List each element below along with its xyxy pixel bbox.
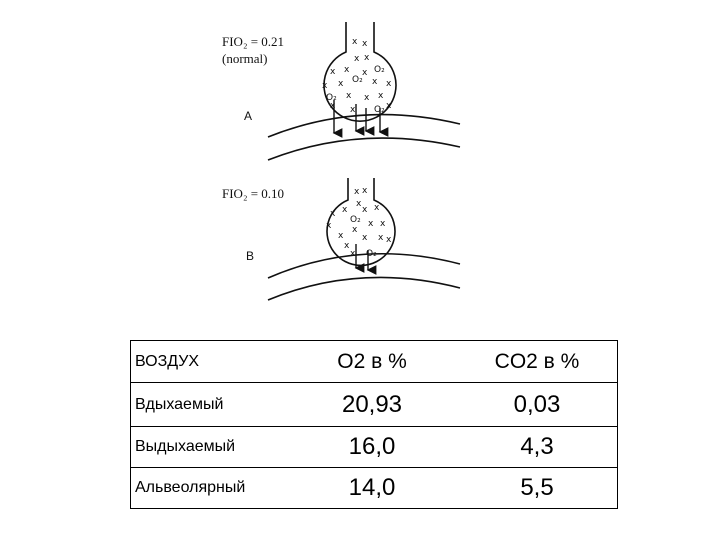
alveolus-diagram: FIO₂ = 0.21 (normal) A x x x x x x x x x… bbox=[222, 22, 461, 301]
co2-molecule: x bbox=[350, 249, 356, 259]
co2-molecule: x bbox=[352, 37, 358, 47]
co2-molecule: x bbox=[354, 187, 360, 197]
co2-molecule: x bbox=[322, 81, 328, 91]
co2-molecule: x bbox=[364, 93, 370, 103]
co2-molecule: x bbox=[368, 219, 374, 229]
panel-b-fio2-label: FIO₂ = 0.10 bbox=[222, 186, 284, 201]
capillary-a-upper bbox=[267, 113, 461, 138]
co2-molecule: x bbox=[330, 101, 336, 111]
co2-molecule: x bbox=[362, 233, 368, 243]
co2-molecule: x bbox=[354, 54, 360, 64]
co2-molecules-b: x x x x x x x x x x x x x x x x x bbox=[326, 186, 392, 259]
o2-molecule: O₂ bbox=[374, 65, 385, 75]
header-co2: CO2 в % bbox=[494, 349, 580, 373]
o2-molecule: O₂ bbox=[326, 93, 337, 103]
co2-molecule: x bbox=[378, 233, 384, 243]
co2-molecule: x bbox=[330, 209, 336, 219]
capillary-b-lower bbox=[267, 276, 461, 301]
panel-a-fio2-label: FIO₂ = 0.21 bbox=[222, 34, 284, 49]
co2-molecule: x bbox=[362, 186, 368, 196]
gas-composition-table: ВОЗДУХ O2 в % CO2 в % Вдыхаемый 20,93 0,… bbox=[130, 340, 618, 509]
row-co2-value: 0,03 bbox=[457, 382, 618, 427]
co2-molecule: x bbox=[374, 203, 380, 213]
co2-molecule: x bbox=[380, 219, 386, 229]
row-co2-value: 4,3 bbox=[457, 426, 618, 468]
table-row: Альвеолярный 14,0 5,5 bbox=[130, 467, 618, 509]
co2-molecule: x bbox=[356, 199, 362, 209]
row-name: Альвеолярный bbox=[130, 467, 287, 509]
row-name: Вдыхаемый bbox=[130, 382, 287, 427]
o2-molecule: O₂ bbox=[366, 249, 377, 259]
co2-molecule: x bbox=[344, 65, 350, 75]
panel-a: FIO₂ = 0.21 (normal) A x x x x x x x x x… bbox=[222, 22, 461, 161]
row-co2-value: 5,5 bbox=[457, 467, 618, 509]
co2-molecule: x bbox=[386, 235, 392, 245]
co2-molecule: x bbox=[350, 105, 356, 115]
o2-molecules-a: O₂ O₂ O₂ O₂ bbox=[326, 65, 385, 115]
header-air: ВОЗДУХ bbox=[135, 352, 200, 370]
capillary-b-upper bbox=[267, 252, 461, 279]
co2-molecule: x bbox=[372, 77, 378, 87]
co2-molecule: x bbox=[338, 79, 344, 89]
header-o2: O2 в % bbox=[337, 349, 407, 373]
panel-b-letter: B bbox=[246, 249, 254, 263]
panel-a-normal-note: (normal) bbox=[222, 51, 267, 66]
co2-molecule: x bbox=[362, 205, 368, 215]
capillary-a-lower bbox=[267, 137, 461, 161]
co2-molecule: x bbox=[330, 67, 336, 77]
co2-molecule: x bbox=[386, 101, 392, 111]
panel-b: FIO₂ = 0.10 B x x x x x x x x x x x x x … bbox=[222, 178, 461, 301]
row-o2-value: 20,93 bbox=[287, 382, 457, 427]
row-o2-value: 16,0 bbox=[287, 426, 457, 468]
co2-molecule: x bbox=[346, 91, 352, 101]
co2-molecule: x bbox=[344, 241, 350, 251]
co2-molecule: x bbox=[342, 205, 348, 215]
co2-molecules-a: x x x x x x x x x x x x x x x x x bbox=[322, 37, 392, 115]
co2-molecule: x bbox=[362, 39, 368, 49]
o2-molecule: O₂ bbox=[350, 215, 361, 225]
row-name: Выдыхаемый bbox=[130, 426, 287, 468]
co2-molecule: x bbox=[352, 225, 358, 235]
co2-molecule: x bbox=[362, 68, 368, 78]
table-row: Вдыхаемый 20,93 0,03 bbox=[130, 382, 618, 427]
table-header-row: ВОЗДУХ O2 в % CO2 в % bbox=[131, 341, 618, 383]
panel-a-letter: A bbox=[244, 109, 252, 123]
co2-molecule: x bbox=[326, 221, 332, 231]
table-row: Выдыхаемый 16,0 4,3 bbox=[130, 426, 618, 468]
alveolus-a bbox=[323, 22, 397, 122]
co2-molecule: x bbox=[378, 91, 384, 101]
co2-molecule: x bbox=[364, 53, 370, 63]
co2-molecule: x bbox=[386, 79, 392, 89]
co2-molecule: x bbox=[338, 231, 344, 241]
row-o2-value: 14,0 bbox=[287, 467, 457, 509]
o2-molecule: O₂ bbox=[352, 75, 363, 85]
o2-molecules-b: O₂ O₂ bbox=[350, 215, 377, 259]
o2-molecule: O₂ bbox=[374, 105, 385, 115]
